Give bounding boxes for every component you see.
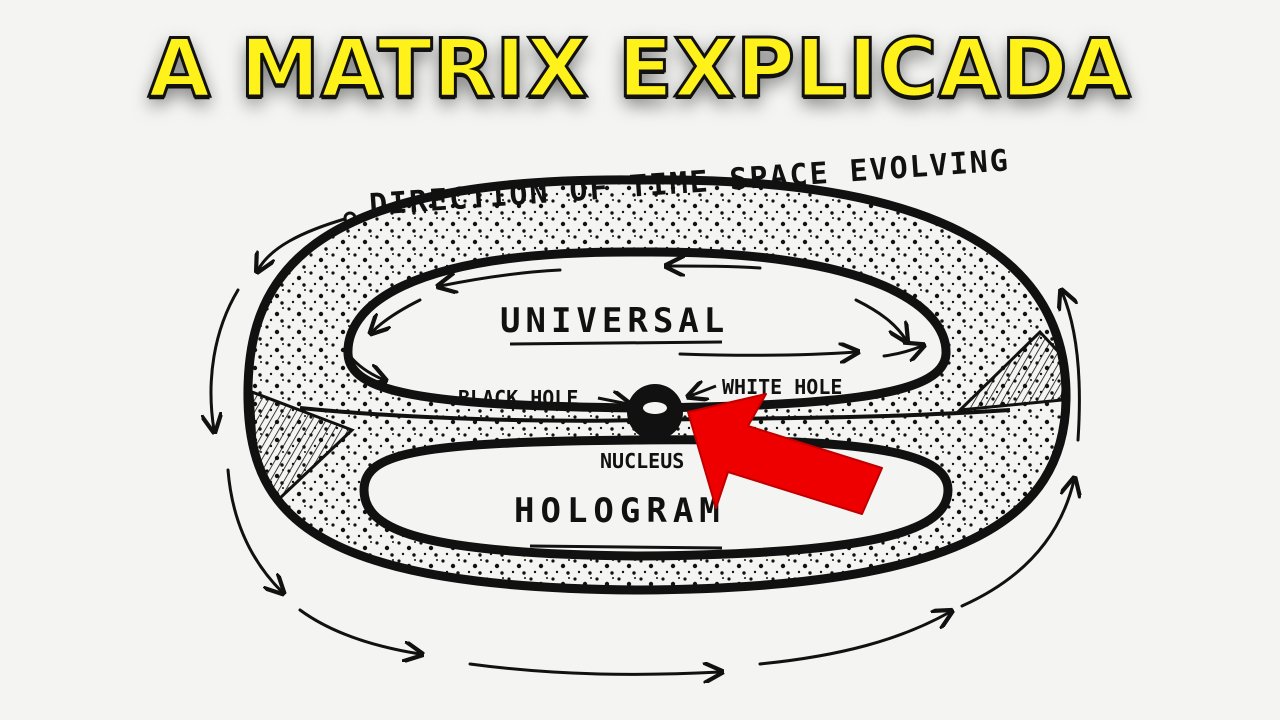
nucleus-label: NUCLEUS bbox=[600, 449, 684, 473]
universal-flow-arrows bbox=[348, 266, 922, 380]
white-hole-pointer bbox=[690, 386, 717, 396]
left-vortex bbox=[250, 389, 355, 503]
universal-label: UNIVERSAL bbox=[500, 301, 729, 341]
black-hole-label: BLACK HOLE bbox=[458, 386, 578, 410]
nucleus-core bbox=[627, 384, 683, 440]
black-hole-pointer bbox=[597, 398, 628, 404]
title-banner: A MATRIX EXPLICADA bbox=[0, 8, 1280, 128]
hologram-underline bbox=[529, 544, 723, 550]
white-hole-label: WHITE HOLE bbox=[722, 375, 842, 399]
outer-flow-arrows bbox=[211, 211, 1079, 674]
red-pointer-arrow bbox=[687, 393, 883, 515]
universal-underline bbox=[509, 340, 723, 346]
hologram-label: HOLOGRAM bbox=[514, 491, 726, 531]
torus-outer-outline bbox=[243, 175, 1071, 595]
right-vortex bbox=[955, 329, 1068, 412]
page-title: A MATRIX EXPLICADA bbox=[147, 20, 1132, 116]
